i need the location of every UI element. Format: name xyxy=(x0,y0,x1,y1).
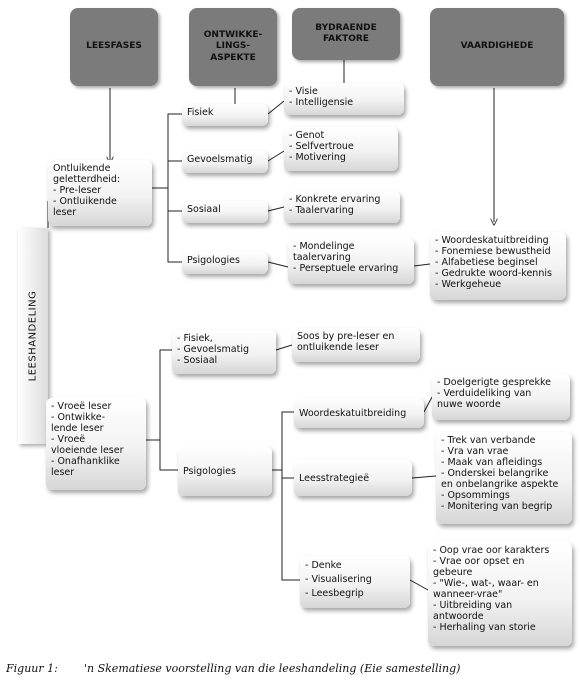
text-line: - Fonemiese bewustheid xyxy=(435,246,551,257)
aspect-combined-box: - Fisiek, - Gevoelsmatig - Sosiaal xyxy=(172,330,276,374)
text-line: lende leser xyxy=(51,423,104,434)
factor-leesbegrip-box: - Denke - Visualisering - Leesbegrip xyxy=(300,556,410,608)
text-line: Psigologies xyxy=(187,255,240,266)
text-line: - Sosiaal xyxy=(177,355,218,366)
text-line: Sosiaal xyxy=(187,204,221,215)
text-line: - Trek van verbande xyxy=(441,435,536,446)
text-line: vloeiende leser xyxy=(51,445,124,456)
factor-sosiaal-box: - Konkrete ervaring - Taalervaring xyxy=(284,191,400,223)
figure-caption: Figuur 1: 'n Skematiese voorstelling van … xyxy=(6,662,460,675)
text-line: - Alfabetiese beginsel xyxy=(435,257,538,268)
text-line: ontluikende leser xyxy=(297,342,379,353)
text-line: nuwe woorde xyxy=(437,399,501,410)
text-line: - Ontwikke- xyxy=(51,412,106,423)
text-line: - Doelgerigte gesprekke xyxy=(437,377,552,388)
text-line: - Oop vrae oor karakters xyxy=(433,545,550,556)
header-aspekte-line: ONTWIKKE- xyxy=(203,30,263,41)
header-aspekte-line: LINGS- xyxy=(215,41,251,52)
text-line: en onbelangrike aspekte xyxy=(441,479,559,490)
text-line: Ontluikende xyxy=(53,163,111,174)
factor-woordeskat-box: Woordeskatuitbreiding xyxy=(294,398,424,428)
text-line: geletterdheid: xyxy=(53,174,121,185)
aspect-sosiaal-box: Sosiaal xyxy=(182,201,268,223)
leeshandeling-box: LEESHANDELING xyxy=(18,228,48,444)
text-line: - Mondelinge xyxy=(293,241,355,252)
text-line: gebeure xyxy=(433,567,473,578)
text-line: - Selfvertroue xyxy=(289,141,354,152)
aspect-psigologies-late-box: Psigologies xyxy=(178,446,272,496)
header-aspekte-line: ASPEKTE xyxy=(210,52,256,63)
header-bydraende-line: FAKTORE xyxy=(323,34,369,44)
aspect-fisiek-box: Fisiek xyxy=(182,104,268,126)
text-line: - Herhaling van storie xyxy=(433,622,536,633)
text-line: - Genot xyxy=(289,130,325,141)
header-leesfases-label: LEESFASES xyxy=(86,41,142,52)
text-line: - Onafhanklike xyxy=(51,456,120,467)
text-line: - Monitering van begrip xyxy=(441,501,553,512)
text-line: taalervaring xyxy=(293,252,351,263)
text-line: - Opsommings xyxy=(441,490,510,501)
text-line: - Vrae oor opset en xyxy=(433,556,525,567)
text-line: - Intelligensie xyxy=(289,97,354,108)
phase-late-box: - Vroeë leser - Ontwikke- lende leser - … xyxy=(46,398,146,490)
text-line: - Leesbegrip xyxy=(305,588,364,599)
text-line: - Vra van vrae xyxy=(441,446,509,457)
text-line: - Fisiek, xyxy=(177,333,213,344)
factor-fisiek-box: - Visie - Intelligensie xyxy=(284,83,404,115)
factor-combined-box: Soos by pre-leser en ontluikende leser xyxy=(292,328,420,362)
header-vaardighede: VAARDIGHEDE xyxy=(430,8,564,86)
text-line: - Uitbreiding van xyxy=(433,600,513,611)
text-line: - Maak van afleidings xyxy=(441,457,543,468)
caption-text: 'n Skematiese voorstelling van die leesh… xyxy=(84,662,461,675)
text-line: - Werkgeheue xyxy=(435,279,502,290)
aspect-gevoelsmatig-box: Gevoelsmatig xyxy=(182,151,268,173)
text-line: Fisiek xyxy=(187,107,214,118)
text-line: Gevoelsmatig xyxy=(187,154,253,165)
text-line: leser xyxy=(51,467,75,478)
skills-leesstrategiee-box: - Trek van verbande - Vra van vrae - Maa… xyxy=(436,432,572,524)
header-leesfases: LEESFASES xyxy=(70,8,158,86)
text-line: - Ontluikende xyxy=(53,196,117,207)
aspect-psigologies-box: Psigologies xyxy=(182,252,268,274)
text-line: antwoorde xyxy=(433,611,484,622)
text-line: - Konkrete ervaring xyxy=(289,194,381,205)
skills-early-box: - Woordeskatuitbreiding - Fonemiese bewu… xyxy=(430,232,566,300)
phase-early-box: Ontluikende geletterdheid: - Pre-leser -… xyxy=(48,160,152,226)
text-line: - Verduideliking van xyxy=(437,388,532,399)
text-line: - "Wie-, wat-, waar- en xyxy=(433,578,539,589)
text-line: - Gedrukte woord-kennis xyxy=(435,268,552,279)
factor-gevoelsmatig-box: - Genot - Selfvertroue - Motivering xyxy=(284,127,398,171)
text-line: - Onderskei belangrike xyxy=(441,468,549,479)
skills-woordeskat-box: - Doelgerigte gesprekke - Verduideliking… xyxy=(432,374,570,420)
header-vaardighede-label: VAARDIGHEDE xyxy=(460,41,534,52)
text-line: - Taalervaring xyxy=(289,205,354,216)
factor-leesstrategiee-box: Leesstrategieë xyxy=(294,460,412,496)
text-line: Soos by pre-leser en xyxy=(297,331,395,342)
leeshandeling-label: LEESHANDELING xyxy=(27,290,39,382)
text-line: wanneer-vrae" xyxy=(433,589,503,600)
text-line: - Visualisering xyxy=(305,574,372,585)
factor-psigologies-box: - Mondelinge taalervaring - Perseptuele … xyxy=(288,238,414,284)
header-bydraende-line: BYDRAENDE xyxy=(315,22,377,33)
header-ontwikkelingsaspekte: ONTWIKKE- LINGS- ASPEKTE xyxy=(189,8,277,86)
text-line: - Vroeë xyxy=(51,434,86,445)
text-line: - Woordeskatuitbreiding xyxy=(435,235,549,246)
text-line: - Motivering xyxy=(289,152,346,163)
caption-label: Figuur 1: xyxy=(6,662,58,675)
text-line: - Visie xyxy=(289,86,318,97)
text-line: - Perseptuele ervaring xyxy=(293,263,399,274)
text-line: Leesstrategieë xyxy=(299,472,370,484)
text-line: - Denke xyxy=(305,560,342,571)
text-line: Woordeskatuitbreiding xyxy=(299,407,407,419)
header-bydraende-faktore: BYDRAENDE FAKTORE xyxy=(292,8,400,60)
text-line: leser xyxy=(53,207,77,218)
text-line: Psigologies xyxy=(183,465,236,477)
text-line: - Gevoelsmatig xyxy=(177,344,249,355)
skills-leesbegrip-box: - Oop vrae oor karakters - Vrae oor opse… xyxy=(428,542,572,646)
text-line: - Pre-leser xyxy=(53,185,102,196)
text-line: - Vroeë leser xyxy=(51,401,112,412)
